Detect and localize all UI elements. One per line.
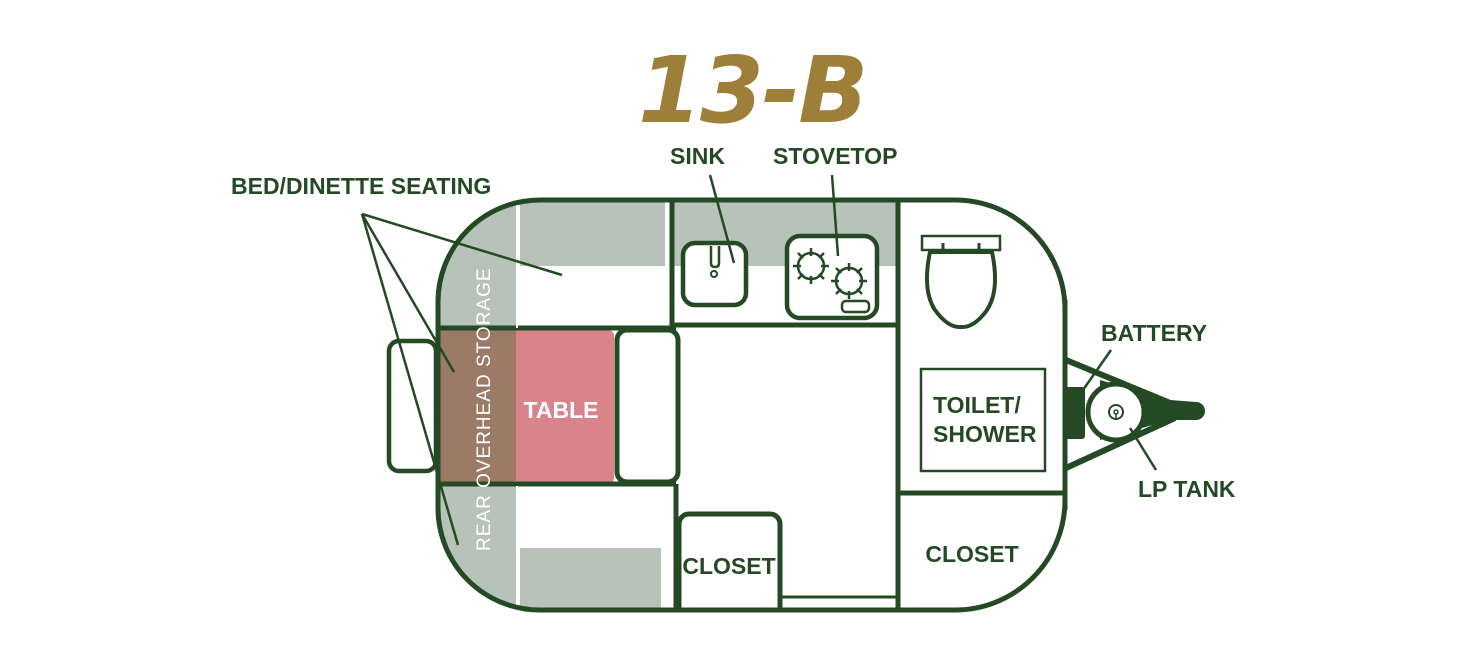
closet-center-label: CLOSET xyxy=(682,553,775,579)
rear-storage-label: REAR OVERHEAD STORAGE xyxy=(474,267,495,551)
upper-bench-storage xyxy=(520,200,665,266)
rear-storage-over-dinette xyxy=(438,330,516,484)
stovetop-icon xyxy=(784,233,880,321)
stovetop-label: STOVETOP xyxy=(773,143,897,169)
lower-bench-storage xyxy=(520,548,661,610)
closet-front-label: CLOSET xyxy=(925,541,1018,567)
bed-dinette-label: BED/DINETTE SEATING xyxy=(231,173,491,199)
battery-icon xyxy=(1064,387,1085,439)
burner-icon xyxy=(793,248,829,284)
model-title: 13-B xyxy=(638,37,866,144)
sink-label: SINK xyxy=(670,143,725,169)
toilet-shower-label-2: SHOWER xyxy=(933,421,1037,447)
callout-lines xyxy=(360,174,1158,546)
sink-icon xyxy=(680,240,749,308)
table xyxy=(516,330,614,484)
trailer-outline xyxy=(435,197,1068,613)
toilet-icon xyxy=(920,234,1002,330)
toilet-shower-label-1: TOILET/ xyxy=(933,392,1021,418)
toilet-shower-box xyxy=(919,367,1047,473)
rear-window xyxy=(386,338,439,474)
battery-label: BATTERY xyxy=(1101,320,1207,346)
lp-tank-icon xyxy=(1085,381,1147,443)
lp-tank-label: LP TANK xyxy=(1138,476,1236,502)
trailer-body xyxy=(438,200,1065,610)
table-label: TABLE xyxy=(524,397,599,423)
burner-icon xyxy=(831,263,867,299)
closet-center xyxy=(676,511,783,610)
dinette-seat-cushion xyxy=(614,327,681,485)
